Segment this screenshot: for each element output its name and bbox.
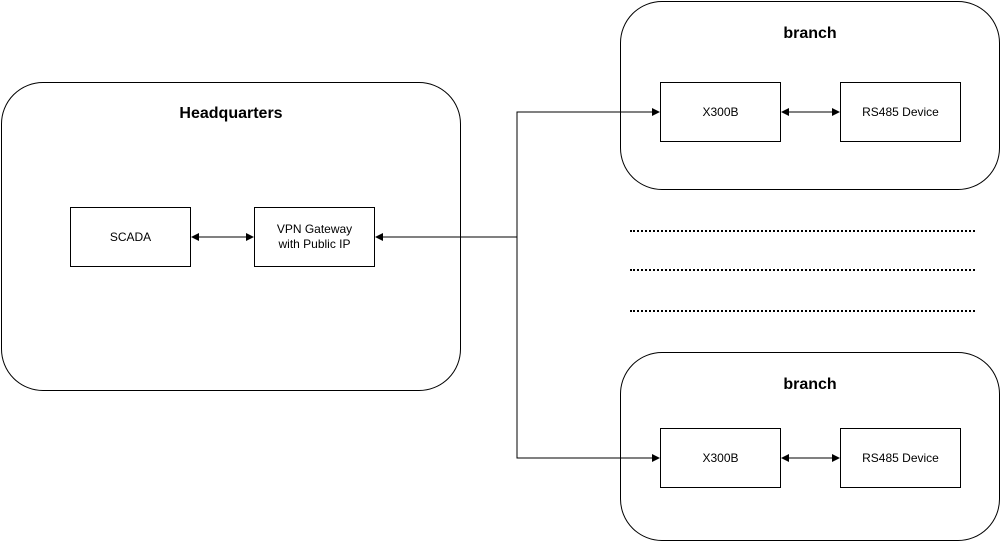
rs485-device-label-top: RS485 Device — [862, 104, 939, 119]
branch-title-bottom: branch — [783, 376, 837, 393]
x300b-node-bottom: X300B — [660, 428, 781, 488]
x300b-label-bottom: X300B — [702, 450, 739, 465]
ellipsis-row-3 — [630, 310, 975, 312]
rs485-device-label-bottom: RS485 Device — [862, 450, 939, 465]
x300b-label-top: X300B — [702, 104, 739, 119]
vpn-gateway-label: VPN Gateway with Public IP — [276, 222, 353, 251]
rs485-device-node-top: RS485 Device — [840, 82, 961, 142]
scada-node: SCADA — [70, 207, 191, 267]
ellipsis-row-1 — [630, 230, 975, 232]
branch-title-top: branch — [783, 25, 837, 42]
scada-label: SCADA — [109, 229, 152, 244]
vpn-gateway-node: VPN Gateway with Public IP — [254, 207, 375, 267]
x300b-node-top: X300B — [660, 82, 781, 142]
ellipsis-row-2 — [630, 269, 975, 271]
headquarters-title: Headquarters — [179, 105, 283, 122]
rs485-device-node-bottom: RS485 Device — [840, 428, 961, 488]
